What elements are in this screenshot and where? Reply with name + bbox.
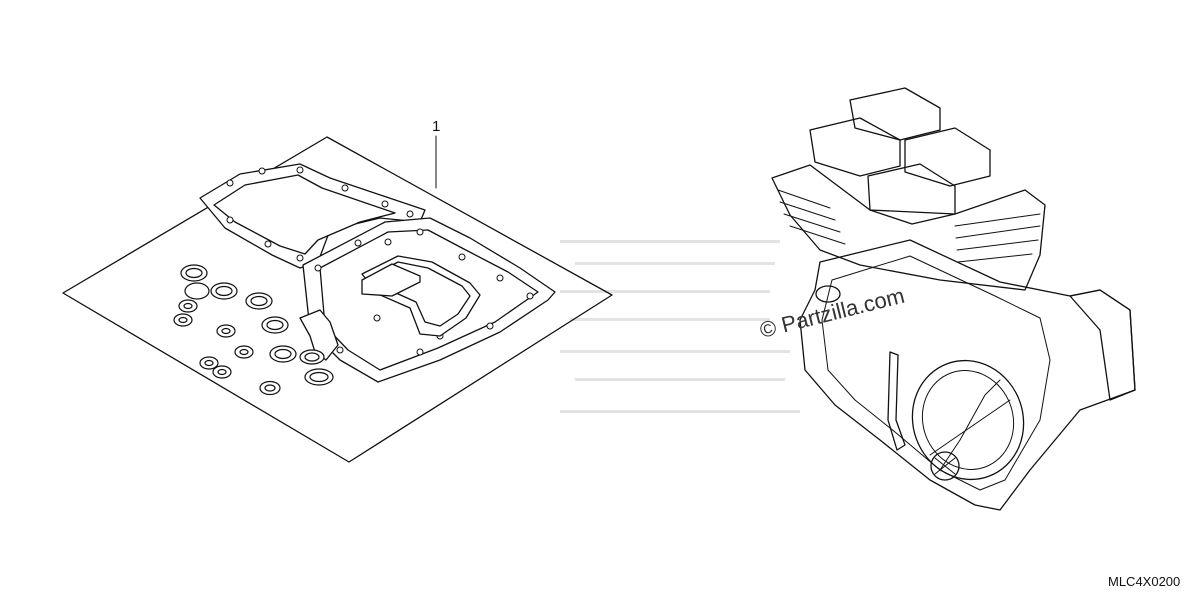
engine-illustration [771,87,1136,511]
callout-number: 1 [432,118,440,135]
cylinder-fins [777,189,1041,263]
background-dot-pattern [560,240,800,413]
gasket-set-illustration [62,136,613,463]
watermark-text: © Partzilla.com [757,283,907,343]
cover-gasket-bolt-holes [226,166,414,262]
o-rings-and-washers [173,264,334,396]
oil-pan-gasket-bolt-holes [314,228,534,356]
figure-code: MLC4X0200 [1108,574,1180,589]
